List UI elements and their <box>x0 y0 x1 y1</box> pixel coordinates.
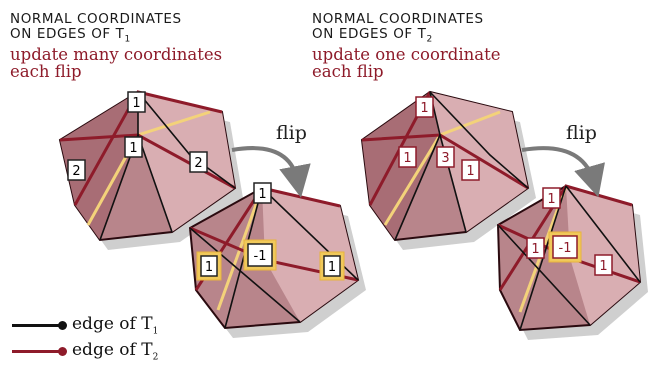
svg-text:1: 1 <box>547 192 555 207</box>
svg-text:2: 2 <box>72 164 80 179</box>
panel-2-caption-line2: each flip <box>312 62 384 81</box>
svg-text:-1: -1 <box>254 249 267 264</box>
panel-1-caption-line1: update many coordinates <box>10 45 223 64</box>
coord-label: 11 <box>253 182 272 204</box>
svg-text:3: 3 <box>441 151 449 166</box>
coord-label: 1 <box>526 237 545 259</box>
panel-1-header: NORMAL COORDINATES ON EDGES OF T1 <box>10 12 182 48</box>
legend-swatch-black <box>12 320 67 330</box>
coord-label-highlighted: -1 <box>243 239 277 271</box>
flip-label-2: flip <box>566 122 597 144</box>
svg-text:1: 1 <box>466 164 474 179</box>
legend-item-t1: edge of T1 <box>12 314 158 336</box>
panel-1-caption: update many coordinates each flip <box>10 46 222 80</box>
svg-text:1: 1 <box>531 242 539 257</box>
panel-2-after-polyhedron <box>496 184 648 340</box>
svg-text:1: 1 <box>420 101 428 116</box>
svg-text:1: 1 <box>403 151 411 166</box>
panel-1-caption-line2: each flip <box>10 62 82 81</box>
panel-2-caption: update one coordinate each flip <box>312 46 501 80</box>
svg-text:1: 1 <box>205 260 213 275</box>
panel-1-header-line1: NORMAL COORDINATES <box>10 11 182 27</box>
coord-label: 1 <box>398 146 417 168</box>
coord-label: 2 <box>189 151 208 173</box>
svg-text:1: 1 <box>328 260 336 275</box>
coord-label: 1 <box>127 91 146 113</box>
coord-label: 1 <box>124 136 143 158</box>
panel-1-after-labels: 11 1 -1 1 <box>196 182 345 281</box>
coord-label: 1 <box>542 187 561 209</box>
coord-label: 2 <box>67 159 86 181</box>
panel-2-caption-line1: update one coordinate <box>312 45 501 64</box>
flip-label-1: flip <box>276 122 307 144</box>
panel-2-header-line1: NORMAL COORDINATES <box>312 11 484 27</box>
coord-label-highlighted: 1 <box>196 251 222 281</box>
coord-label-highlighted: -1 <box>548 231 582 263</box>
flip-arrow-2 <box>521 146 605 198</box>
panel-2-before-labels: 1 1 3 1 <box>398 96 480 181</box>
svg-text:1: 1 <box>132 96 140 111</box>
legend-item-t2: edge of T2 <box>12 340 158 362</box>
panel-1-header-line2: ON EDGES OF T1 <box>10 26 131 45</box>
flip-arrow-1 <box>231 146 311 198</box>
panel-1-before-labels: 1 1 2 2 <box>67 91 208 181</box>
coord-label: 1 <box>461 159 480 181</box>
panel-1-before-polyhedron <box>58 90 243 250</box>
panel-2-header: NORMAL COORDINATES ON EDGES OF T2 <box>312 12 484 48</box>
svg-text:1: 1 <box>258 187 266 202</box>
svg-text:-1: -1 <box>559 241 572 256</box>
legend-label: edge of T2 <box>72 340 159 363</box>
coord-label: 3 <box>436 146 455 168</box>
coord-label: 1 <box>594 254 613 276</box>
panel-2-header-line2: ON EDGES OF T2 <box>312 26 433 45</box>
coord-label: 1 <box>415 96 434 118</box>
legend-swatch-red <box>12 346 67 356</box>
svg-text:1: 1 <box>599 259 607 274</box>
panel-2-after-labels: 1 1 -1 1 <box>526 187 613 276</box>
legend-label: edge of T1 <box>72 314 159 337</box>
svg-text:1: 1 <box>129 141 137 156</box>
svg-text:2: 2 <box>194 156 202 171</box>
coord-label-highlighted: 1 <box>319 251 345 281</box>
